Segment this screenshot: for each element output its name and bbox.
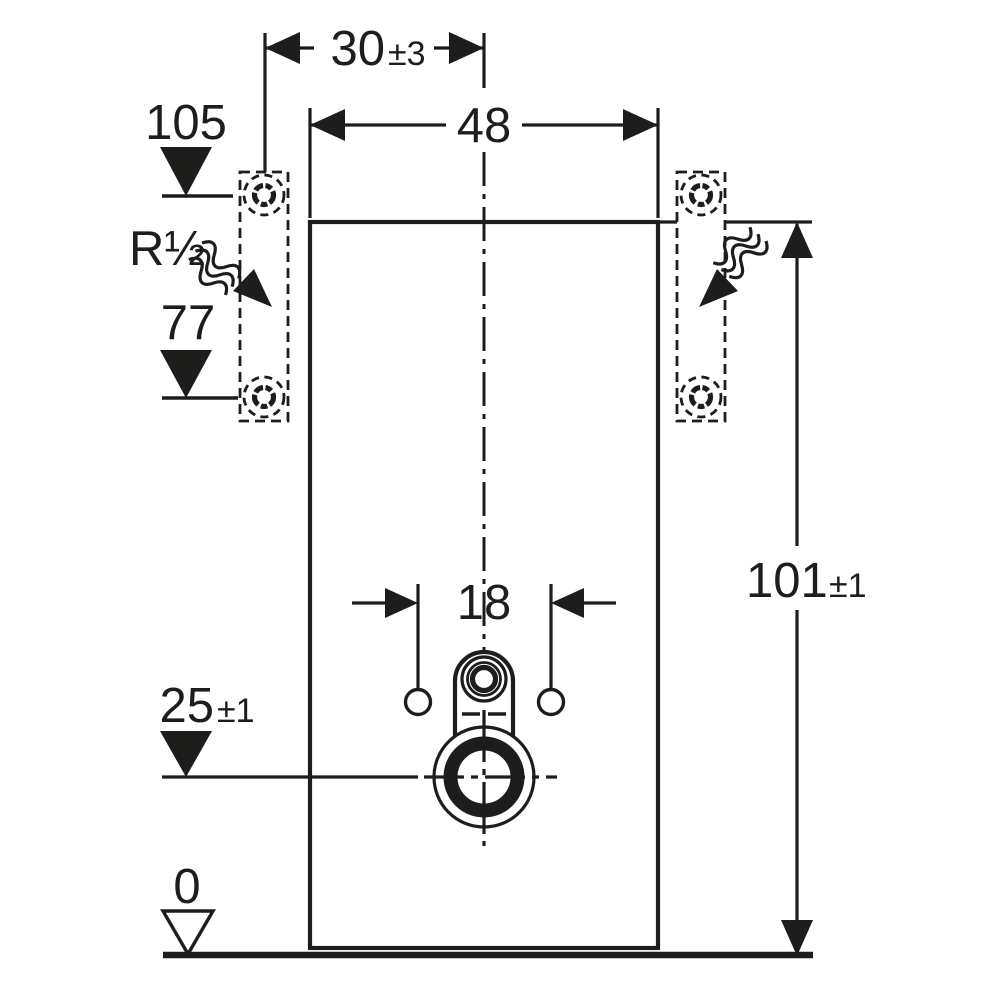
supply-ring-outer bbox=[460, 655, 508, 703]
level-marker-floor: 0 bbox=[160, 860, 216, 958]
supply-ring-inner bbox=[469, 664, 499, 694]
level-marker-supply-top: 105 bbox=[145, 96, 233, 198]
dim-arrowhead-icon bbox=[265, 32, 300, 64]
wavy-line bbox=[712, 226, 753, 266]
wavy-line bbox=[194, 248, 235, 288]
wavy-line bbox=[728, 240, 769, 280]
level-tolerance: ±1 bbox=[217, 692, 255, 730]
dimension-module-width: 48 bbox=[308, 99, 660, 218]
dimension-top-offset: 30 ±3 bbox=[263, 22, 486, 172]
wavy-line bbox=[201, 240, 242, 279]
supply-ring-middle bbox=[466, 661, 502, 697]
dim-arrowhead-icon bbox=[449, 32, 484, 64]
level-triangle-icon bbox=[160, 350, 212, 398]
outlet-fitting bbox=[424, 649, 557, 846]
level-value: 25 bbox=[159, 679, 214, 733]
dimension-module-height: 101 ±1 bbox=[746, 222, 867, 956]
hose-arrowhead-icon bbox=[233, 269, 272, 307]
dim-value: 101 bbox=[746, 554, 828, 608]
dim-arrowhead-icon bbox=[551, 588, 584, 618]
pipe-cross-section bbox=[251, 384, 277, 410]
dim-arrowhead-icon bbox=[781, 222, 813, 258]
dim-tolerance: ±3 bbox=[388, 35, 426, 73]
level-value: 0 bbox=[173, 860, 200, 914]
pipe-cross-section bbox=[251, 182, 277, 208]
pipe-cross-section bbox=[688, 384, 714, 410]
level-value: 105 bbox=[145, 96, 227, 150]
dim-arrowhead-icon bbox=[310, 109, 345, 141]
level-triangle-icon bbox=[160, 731, 212, 777]
dim-arrowhead-icon bbox=[385, 588, 418, 618]
thread-label: R½ bbox=[129, 222, 205, 276]
dim-value: 48 bbox=[457, 99, 512, 153]
flex-hose-symbol-left bbox=[188, 240, 272, 307]
dim-value: 30 bbox=[330, 22, 385, 76]
dim-arrowhead-icon bbox=[623, 109, 658, 141]
connection-circle bbox=[679, 173, 723, 217]
level-marker-supply-bottom: 77 bbox=[160, 296, 238, 400]
level-marker-outlet: 25 ±1 bbox=[159, 679, 418, 779]
connection-circle bbox=[679, 375, 723, 419]
wavy-line bbox=[188, 256, 229, 296]
flex-hose-symbol-right bbox=[699, 226, 769, 307]
wavy-line bbox=[720, 233, 761, 273]
hose-arrowhead-icon bbox=[699, 269, 738, 307]
dim-tolerance: ±1 bbox=[829, 567, 867, 605]
dim-arrowhead-icon bbox=[781, 920, 813, 956]
fixing-bolt-hole bbox=[403, 687, 433, 717]
level-value: 77 bbox=[161, 296, 216, 350]
fixing-bolt-hole bbox=[536, 687, 566, 717]
floor-triangle-icon bbox=[160, 909, 216, 958]
level-triangle-icon bbox=[160, 147, 212, 196]
connection-circle bbox=[242, 173, 286, 217]
pipe-cross-section bbox=[688, 182, 714, 208]
connection-circle bbox=[242, 375, 286, 419]
